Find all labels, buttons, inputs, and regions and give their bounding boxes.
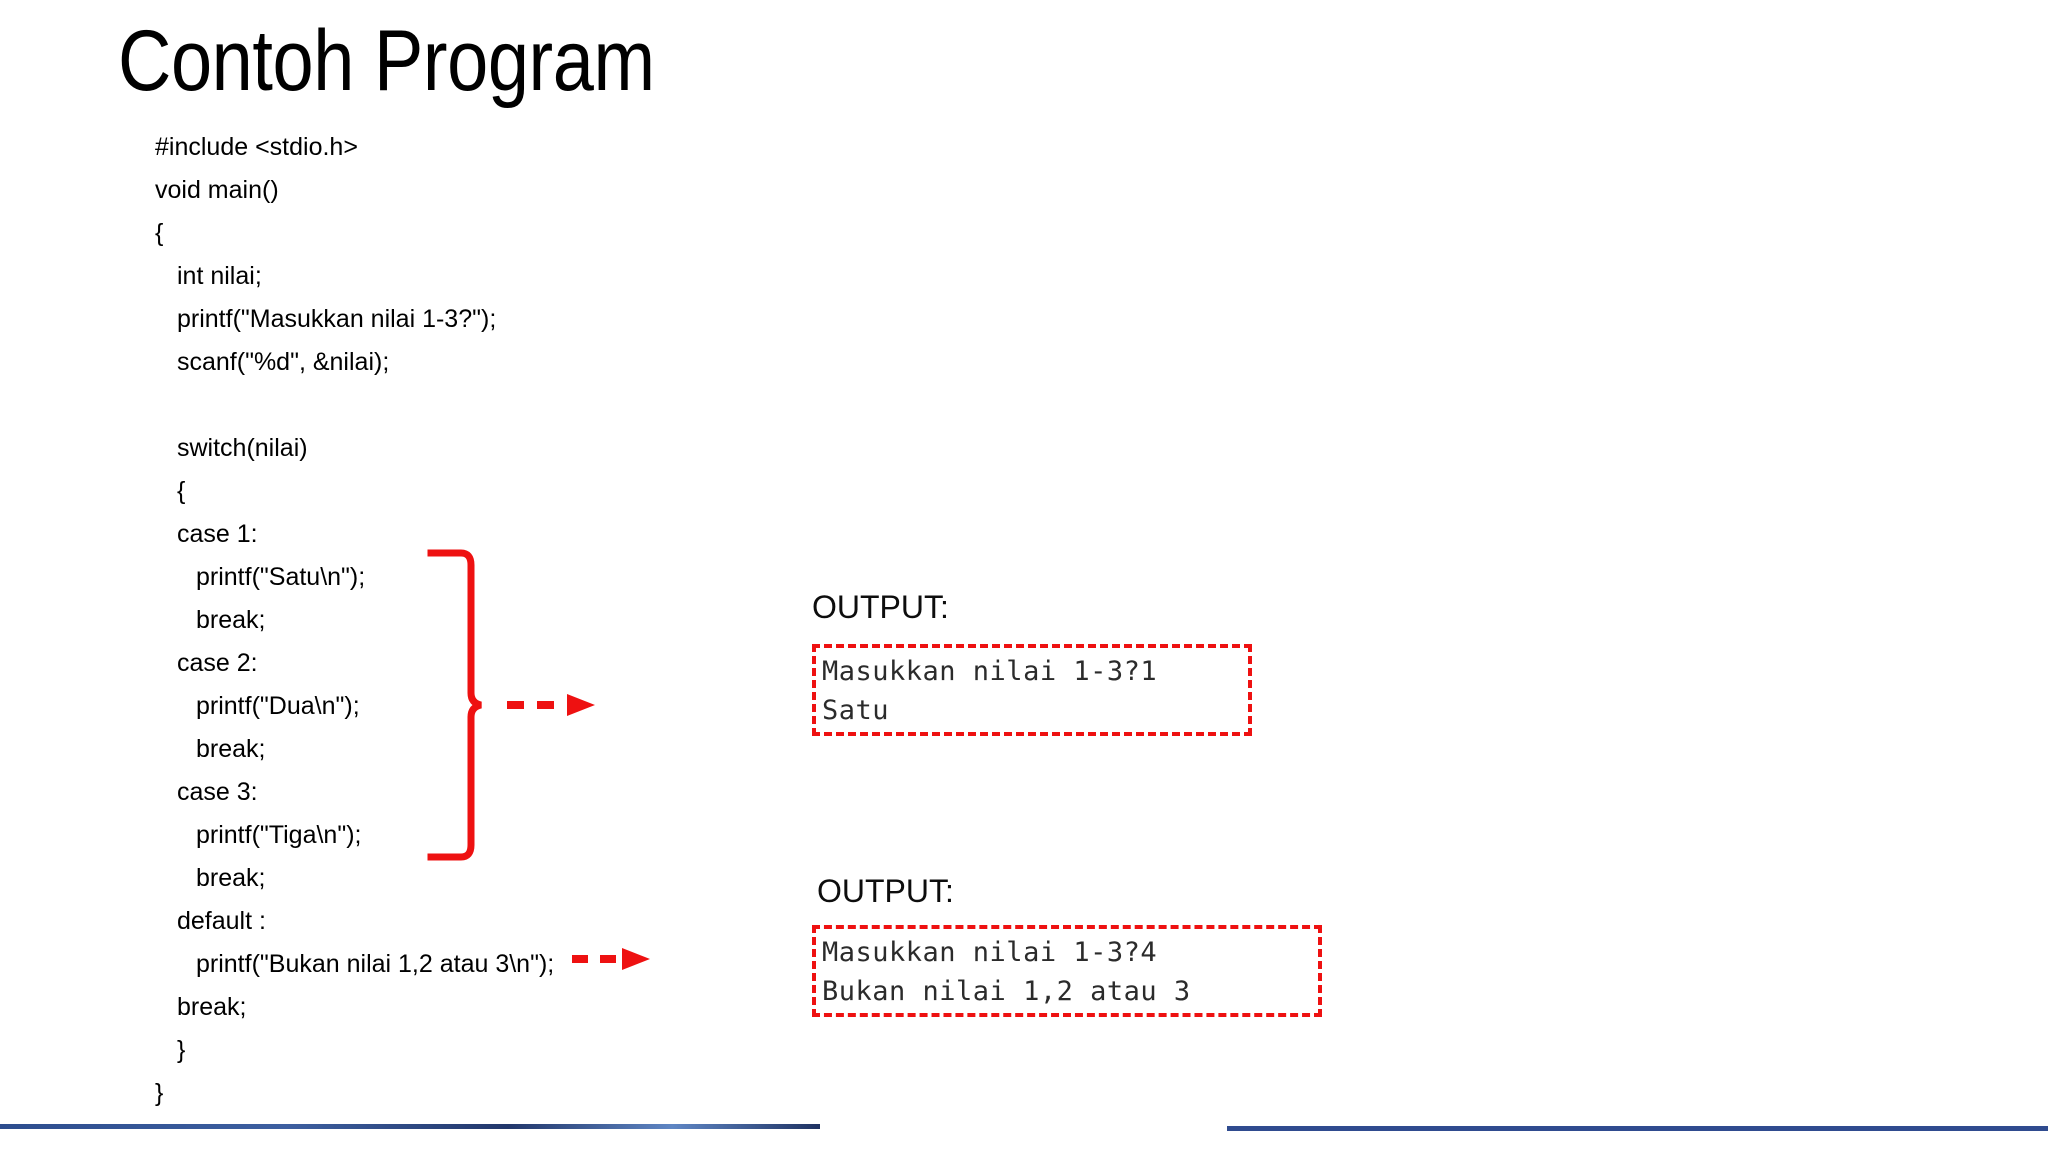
code-line: break;	[177, 993, 247, 1021]
footer-rule-right	[1227, 1126, 2048, 1131]
code-line: void main()	[155, 176, 279, 204]
terminal-line: Masukkan nilai 1-3?1	[822, 656, 1158, 687]
code-line: int nilai;	[177, 262, 262, 290]
code-listing: #include <stdio.h> void main() { int nil…	[155, 126, 775, 1115]
output-box-two: Masukkan nilai 1-3?4 Bukan nilai 1,2 ata…	[812, 925, 1322, 1017]
terminal-line: Bukan nilai 1,2 atau 3	[822, 976, 1191, 1007]
code-line: printf("Bukan nilai 1,2 atau 3\n");	[196, 950, 555, 978]
code-line: default :	[177, 907, 266, 935]
code-line: case 3:	[177, 778, 258, 806]
output-label-one: OUTPUT:	[812, 589, 949, 625]
code-line: #include <stdio.h>	[155, 133, 358, 161]
output-label-two: OUTPUT:	[817, 873, 954, 909]
code-line: case 2:	[177, 649, 258, 677]
code-line: switch(nilai)	[177, 434, 308, 462]
code-line: printf("Tiga\n");	[196, 821, 362, 849]
code-line: {	[155, 219, 164, 247]
arrow-to-output-two	[570, 944, 660, 979]
code-line: break;	[196, 735, 266, 763]
code-line: printf("Satu\n");	[196, 563, 366, 591]
code-line: {	[177, 477, 186, 505]
code-line-blank	[155, 384, 775, 427]
code-line: printf("Masukkan nilai 1-3?");	[177, 305, 497, 333]
code-line: case 1:	[177, 520, 258, 548]
footer-rule-left	[0, 1124, 820, 1129]
code-line: break;	[196, 606, 266, 634]
code-line: break;	[196, 864, 266, 892]
output-box-one: Masukkan nilai 1-3?1 Satu	[812, 644, 1252, 736]
code-line: printf("Dua\n");	[196, 692, 360, 720]
code-line: }	[155, 1079, 164, 1107]
code-line: }	[177, 1036, 186, 1064]
page-title: Contoh Program	[118, 13, 655, 109]
switch-cases-brace	[425, 545, 495, 875]
arrow-to-output-one	[505, 690, 603, 725]
code-line: scanf("%d", &nilai);	[177, 348, 390, 376]
terminal-line: Masukkan nilai 1-3?4	[822, 937, 1158, 968]
terminal-line: Satu	[822, 695, 890, 726]
